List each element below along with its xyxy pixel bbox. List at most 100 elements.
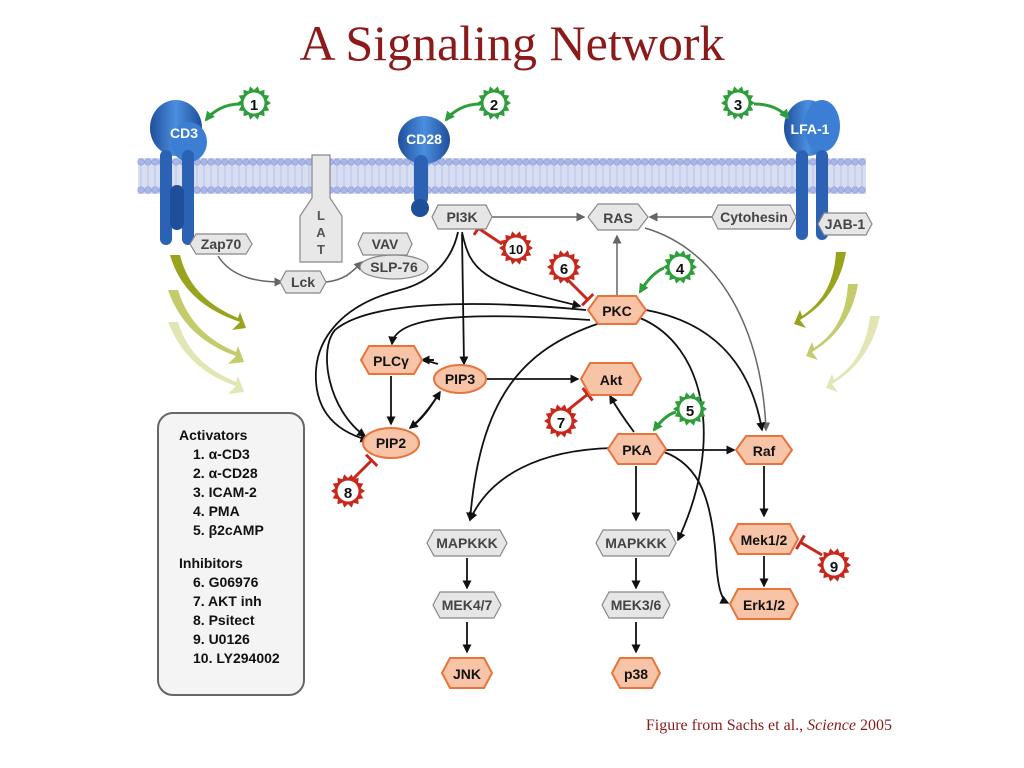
legend-activator-item: 5. β2cAMP: [193, 522, 264, 538]
node-pip2-label: PIP2: [376, 435, 407, 451]
badge-number: 1: [250, 97, 258, 114]
node-pip3-label: PIP3: [445, 371, 476, 387]
node-plcg: PLCγ: [359, 345, 424, 375]
node-jnk-label: JNK: [453, 666, 481, 682]
node-vav: VAV: [357, 232, 413, 256]
legend-inhibitor-item: 10. LY294002: [193, 650, 280, 666]
node-pkc: PKC: [586, 295, 648, 325]
lat-letter: A: [316, 225, 326, 240]
node-slp76: SLP-76: [359, 254, 429, 280]
legend-activator-item: 4. PMA: [193, 503, 240, 519]
citation-journal: Science: [807, 717, 856, 734]
badge-number: 2: [490, 97, 498, 114]
lfa1-label: LFA-1: [791, 121, 830, 137]
badge-number: 5: [686, 403, 694, 420]
activator-badge-3: 3: [721, 86, 755, 120]
perturbation-badges: 1 2 3 4 5 6 7 8 9 10: [237, 86, 851, 582]
legend-inhibitor-item: 6. G06976: [193, 574, 259, 590]
badge-number: 4: [676, 261, 685, 278]
node-mek36-label: MEK3/6: [611, 597, 662, 613]
cd28-receptor: CD28: [398, 116, 450, 217]
node-pi3k-label: PI3K: [446, 209, 477, 225]
node-mapkkk-mid-label: MAPKKK: [605, 535, 666, 551]
badge-number: 3: [734, 97, 742, 114]
node-pka: PKA: [606, 433, 668, 465]
node-mapkkk-left-label: MAPKKK: [436, 535, 497, 551]
node-plcg-label: PLCγ: [373, 353, 409, 369]
node-mapkkk-mid: MAPKKK: [595, 529, 677, 557]
node-mek12: Mek1/2: [728, 523, 800, 555]
node-akt: Akt: [579, 362, 643, 396]
inhibitor-badge-6: 6: [547, 250, 581, 284]
legend-activator-item: 2. α-CD28: [193, 465, 258, 481]
left-signal-swoosh-arrows: [168, 255, 246, 394]
activator-badge-2: 2: [477, 86, 511, 120]
node-mapkkk-left: MAPKKK: [426, 529, 508, 557]
lat-letter: L: [317, 208, 325, 223]
badge-number: 6: [560, 261, 568, 278]
cd28-label: CD28: [406, 131, 442, 147]
cell-membrane: [137, 158, 866, 194]
badge-number: 10: [509, 242, 523, 257]
node-mek36: MEK3/6: [601, 591, 671, 619]
citation-prefix: Figure from Sachs et al.,: [645, 717, 808, 734]
node-jab1: JAB-1: [817, 212, 873, 236]
legend-activators-title: Activators: [179, 427, 248, 443]
inhibitor-badge-8: 8: [331, 474, 365, 508]
node-pip2: PIP2: [362, 427, 420, 459]
activator-badge-5: 5: [673, 392, 707, 426]
node-lck: Lck: [279, 270, 327, 294]
node-erk12-label: Erk1/2: [743, 597, 785, 613]
inhibitor-badge-9: 9: [817, 548, 851, 582]
node-akt-label: Akt: [600, 372, 623, 388]
legend-inhibitor-item: 9. U0126: [193, 631, 250, 647]
citation-year: 2005: [856, 717, 892, 734]
legend-activator-item: 3. ICAM-2: [193, 484, 257, 500]
node-mek47-label: MEK4/7: [442, 597, 493, 613]
legend-inhibitors-title: Inhibitors: [179, 555, 243, 571]
node-cytohesin-label: Cytohesin: [720, 209, 788, 225]
node-raf: Raf: [734, 435, 794, 465]
cd3-receptor: CD3: [150, 100, 207, 245]
network-edges: [204, 102, 823, 654]
node-erk12: Erk1/2: [728, 588, 800, 620]
node-slp76-label: SLP-76: [370, 259, 418, 275]
lat-adaptor: L A T: [299, 154, 343, 263]
node-mek12-label: Mek1/2: [741, 532, 788, 548]
node-pip3: PIP3: [433, 364, 487, 394]
node-p38-label: p38: [624, 666, 648, 682]
badge-number: 9: [830, 559, 838, 576]
node-jnk: JNK: [440, 657, 494, 689]
legend-inhibitor-item: 8. Psitect: [193, 612, 255, 628]
inhibitor-badge-7: 7: [544, 404, 578, 438]
activator-badge-1: 1: [237, 86, 271, 120]
lfa1-receptor: LFA-1: [784, 100, 840, 240]
badge-number: 8: [344, 485, 352, 502]
right-signal-swoosh-arrows: [794, 252, 880, 392]
node-pi3k: PI3K: [431, 204, 493, 230]
badge-number: 7: [557, 415, 565, 432]
node-ras-label: RAS: [603, 210, 633, 226]
node-lck-label: Lck: [291, 274, 315, 290]
node-zap70: Zap70: [189, 233, 253, 255]
node-raf-label: Raf: [753, 443, 776, 459]
legend-inhibitor-item: 7. AKT inh: [193, 593, 262, 609]
node-cytohesin: Cytohesin: [711, 204, 797, 230]
node-ras: RAS: [587, 203, 649, 231]
figure-citation: Figure from Sachs et al., Science 2005: [646, 717, 892, 735]
slide-title: A Signaling Network: [299, 15, 725, 71]
cd3-label: CD3: [170, 125, 198, 141]
inhibitor-badge-10: 10: [499, 231, 533, 265]
node-p38: p38: [610, 657, 662, 689]
node-zap70-label: Zap70: [201, 236, 242, 252]
node-mek47: MEK4/7: [432, 591, 502, 619]
lat-letter: T: [317, 242, 325, 257]
legend-activator-item: 1. α-CD3: [193, 446, 250, 462]
node-pka-label: PKA: [622, 442, 652, 458]
node-vav-label: VAV: [372, 236, 399, 252]
perturbation-legend: Activators 1. α-CD3 2. α-CD28 3. ICAM-2 …: [157, 412, 305, 696]
activator-badge-4: 4: [663, 250, 697, 284]
node-pkc-label: PKC: [602, 303, 632, 319]
node-jab1-label: JAB-1: [825, 216, 866, 232]
